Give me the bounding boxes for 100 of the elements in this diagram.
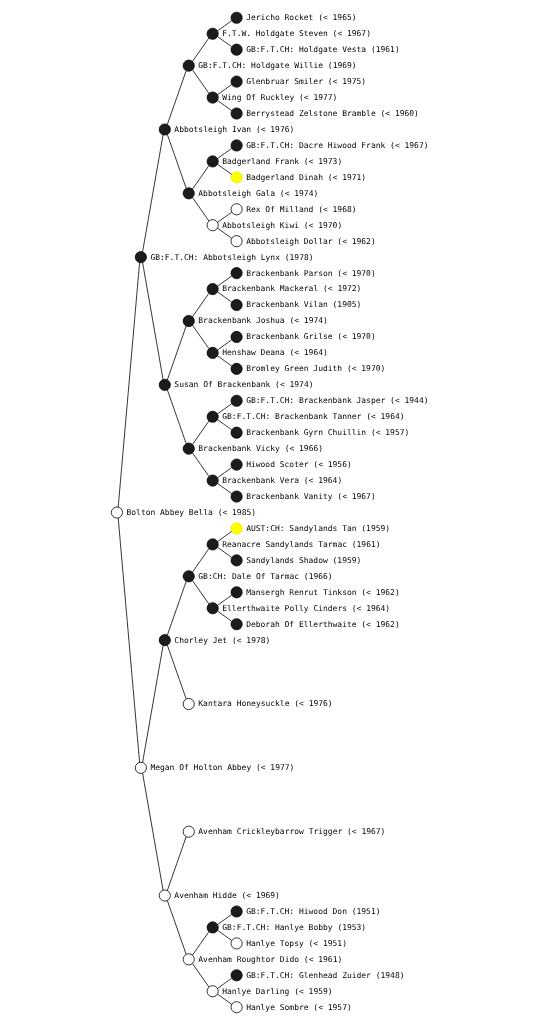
connector [216, 418, 232, 430]
node-label: Glenbruar Smiler (< 1975) [245, 76, 366, 86]
connector [216, 338, 232, 350]
node-label: GB:F.T.CH: Dacre Hiwood Frank (< 1967) [245, 140, 428, 150]
node-label: Brackenbank Vilan (1905) [245, 299, 361, 309]
connector [191, 196, 209, 221]
connector [191, 68, 209, 94]
node-label: Brackenbank Vera (< 1964) [221, 475, 342, 485]
node-label: Susan Of Brackenbank (< 1974) [173, 379, 314, 389]
node-label: Bromley Green Judith (< 1970) [245, 363, 385, 373]
connector [117, 517, 140, 763]
connector [216, 291, 232, 302]
connector [191, 451, 209, 477]
node-label: Brackenbank Mackeral (< 1972) [221, 283, 361, 293]
node-circle [206, 474, 219, 487]
connector [191, 164, 209, 190]
node-label: Badgerland Frank (< 1973) [221, 156, 342, 166]
node-circle [134, 761, 147, 774]
connector [216, 610, 232, 622]
node-circle [206, 218, 219, 231]
node-label: Avenham Crickleybarrow Trigger (< 1967) [197, 826, 385, 836]
node-label: Hiwood Scoter (< 1956) [245, 459, 352, 469]
node-label: GB:CH: Dale Of Tarmac (1966) [197, 571, 333, 581]
connector [216, 354, 232, 366]
connector [216, 83, 232, 95]
connector [191, 579, 209, 604]
node-circle [230, 490, 243, 503]
node-label: GB:F.T.CH: Holdgate Willie (1969) [197, 60, 357, 70]
node-circle [230, 968, 243, 981]
node-label: Megan Of Holton Abbey (< 1977) [149, 762, 294, 772]
node-circle [230, 298, 243, 311]
connector [166, 644, 187, 699]
node-label: Jericho Rocket (< 1965) [245, 12, 357, 22]
node-label: GB:F.T.CH: Glenhead Zuider (1948) [245, 970, 405, 980]
connector [216, 227, 232, 239]
connector [166, 835, 187, 891]
node-circle [230, 138, 243, 151]
node-label: GB:F.T.CH: Hiwood Don (1951) [245, 906, 381, 916]
connector [216, 993, 232, 1005]
node-label: Abbotsleigh Gala (< 1974) [197, 188, 318, 198]
connector [216, 466, 232, 478]
node-label: Badgerland Dinah (< 1971) [245, 172, 366, 182]
connector [117, 261, 140, 507]
connector [141, 644, 163, 763]
node-label: Rex Of Milland (< 1968) [245, 204, 357, 214]
node-label: Brackenbank Parson (< 1970) [245, 268, 376, 278]
connector [166, 325, 187, 380]
node-label: GB:F.T.CH: Brackenbank Jasper (< 1944) [245, 395, 428, 405]
connector [191, 37, 209, 62]
connector [216, 530, 232, 542]
node-label: Reanacre Sandylands Tarmac (1961) [221, 539, 381, 549]
node-circle [230, 617, 243, 630]
connector [216, 913, 232, 925]
connector [216, 35, 232, 47]
connector [191, 292, 209, 317]
connector [216, 275, 232, 287]
node-circle [230, 1000, 243, 1013]
connector [216, 211, 232, 223]
node-label: GB:F.T.CH: Brackenbank Tanner (< 1964) [221, 411, 405, 421]
connector [216, 594, 232, 606]
connector [191, 547, 209, 573]
connector [216, 482, 232, 494]
node-circle [230, 330, 243, 343]
node-circle [158, 633, 171, 646]
node-circle [206, 410, 219, 423]
node-circle [230, 458, 243, 471]
node-label: F.T.W. Holdgate Steven (< 1967) [221, 28, 371, 38]
connector [191, 420, 209, 445]
connector [216, 99, 232, 111]
node-label: Wing Of Ruckley (< 1977) [221, 92, 337, 102]
connector [141, 772, 163, 891]
node-label: Deborah Of Ellerthwaite (< 1962) [245, 619, 400, 629]
node-label: Brackenbank Vicky (< 1966) [197, 443, 323, 453]
node-label: Sandylands Shadow (1959) [245, 555, 361, 565]
node-circle [182, 952, 195, 965]
node-circle [230, 234, 243, 247]
node-circle [230, 585, 243, 598]
node-circle [182, 442, 195, 455]
node-label: Hanlye Topsy (< 1951) [245, 938, 347, 948]
node-circle [230, 936, 243, 949]
node-circle [182, 569, 195, 582]
node-circle [230, 107, 243, 120]
node-label: Berrystead Zelstone Bramble (< 1960) [245, 108, 419, 118]
node-label: GB:F.T.CH: Hanlye Bobby (1953) [221, 922, 366, 932]
node-label: Abbotsleigh Dollar (< 1962) [245, 236, 376, 246]
node-label: Chorley Jet (< 1978) [173, 635, 270, 645]
connector [216, 977, 232, 989]
node-circle [230, 75, 243, 88]
node-label: Hanlye Darling (< 1959) [221, 986, 333, 996]
node-circle [158, 378, 171, 391]
node-label: Abbotsleigh Kiwi (< 1970) [221, 220, 342, 230]
node-label: Bolton Abbey Bella (< 1985) [126, 507, 256, 517]
node-label: Henshaw Deana (< 1964) [221, 347, 328, 357]
node-circle [230, 266, 243, 279]
node-circle [230, 905, 243, 917]
node-circle [206, 601, 219, 614]
connector [216, 929, 232, 941]
connector [166, 580, 187, 636]
node-circle [230, 426, 243, 439]
node-label: Brackenbank Vanity (< 1967) [245, 491, 376, 501]
